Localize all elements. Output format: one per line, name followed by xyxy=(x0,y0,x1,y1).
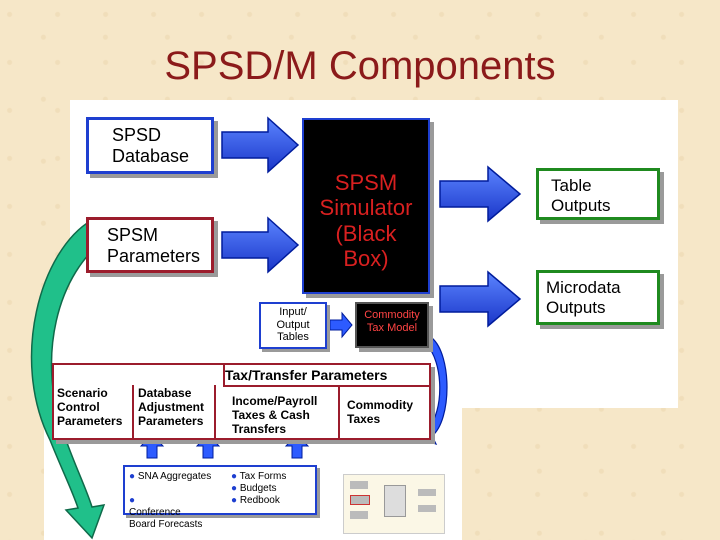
bullet-icon: ● xyxy=(231,495,238,506)
spsd-database-label: SPSD Database xyxy=(112,125,190,166)
arrow-parameters-to-simulator xyxy=(221,216,300,274)
arrow-up-center xyxy=(195,433,221,459)
feedback-curved-arrow xyxy=(30,219,110,540)
thumb-box xyxy=(418,489,436,496)
list-item: ● Budgets xyxy=(231,483,277,494)
table-outputs-label: Table Outputs xyxy=(551,176,611,215)
arrow-simulator-to-microdata xyxy=(439,270,522,328)
bullet-icon: ● xyxy=(129,471,136,482)
divider-header-left xyxy=(223,365,225,387)
spsm-parameters-box: SPSM Parameters xyxy=(86,217,214,273)
bullet-icon: ● xyxy=(129,495,136,506)
thumb-box xyxy=(418,505,436,512)
io-tables-label: Input/ Output Tables xyxy=(276,306,310,344)
spsm-parameters-label: SPSM Parameters xyxy=(107,225,201,266)
sources-right-list: ● Tax Forms ● Budgets ● Redbook xyxy=(231,471,286,507)
arrow-database-to-simulator xyxy=(221,116,300,174)
income-payroll-label: Income/Payroll Taxes & Cash Transfers xyxy=(232,394,318,436)
bullet-icon: ● xyxy=(231,471,238,482)
spsm-simulator-label: SPSM Simulator (Black Box) xyxy=(319,170,413,271)
tax-transfer-group xyxy=(52,363,431,440)
spsd-database-box: SPSD Database xyxy=(86,117,214,174)
list-item: ● Tax Forms xyxy=(231,471,287,482)
bullet-icon: ● xyxy=(231,483,238,494)
arrow-up-left xyxy=(139,433,165,459)
database-adjustment-label: Database Adjustment Parameters xyxy=(138,386,204,428)
divider-1 xyxy=(132,385,134,440)
thumb-box xyxy=(384,485,406,517)
list-item: ● Conference Board Forecasts xyxy=(129,495,203,530)
tax-transfer-header: Tax/Transfer Parameters xyxy=(225,367,388,383)
divider-3 xyxy=(338,385,340,440)
divider-2 xyxy=(214,385,216,440)
list-item: ● Redbook xyxy=(231,495,280,506)
microdata-outputs-label: Microdata Outputs xyxy=(546,278,621,317)
io-tables-box: Input/ Output Tables xyxy=(259,302,327,349)
thumbnail-diagram xyxy=(343,474,445,534)
thumb-box xyxy=(350,511,368,519)
header-divider xyxy=(223,385,431,387)
arrow-up-right xyxy=(284,433,310,459)
arrow-simulator-to-table xyxy=(439,165,522,223)
thumb-box xyxy=(350,495,370,505)
scenario-control-label: Scenario Control Parameters xyxy=(57,386,123,428)
arrow-io-to-commodity xyxy=(329,311,353,339)
data-sources-box: ● SNA Aggregates ● Conference Board Fore… xyxy=(123,465,317,530)
sources-left-list: ● SNA Aggregates ● Conference Board Fore… xyxy=(129,471,211,531)
commodity-taxes-label: Commodity Taxes xyxy=(347,398,413,426)
table-outputs-box: Table Outputs xyxy=(536,168,660,220)
slide-title: SPSD/M Components xyxy=(164,44,556,88)
microdata-outputs-box: Microdata Outputs xyxy=(536,270,660,325)
list-item: ● SNA Aggregates xyxy=(129,471,212,482)
commodity-tax-model-box: Commodity Tax Model xyxy=(355,302,429,348)
commodity-tax-model-label: Commodity Tax Model xyxy=(364,309,420,334)
spsm-simulator-box: SPSM Simulator (Black Box) xyxy=(302,118,430,294)
thumb-box xyxy=(350,481,368,489)
